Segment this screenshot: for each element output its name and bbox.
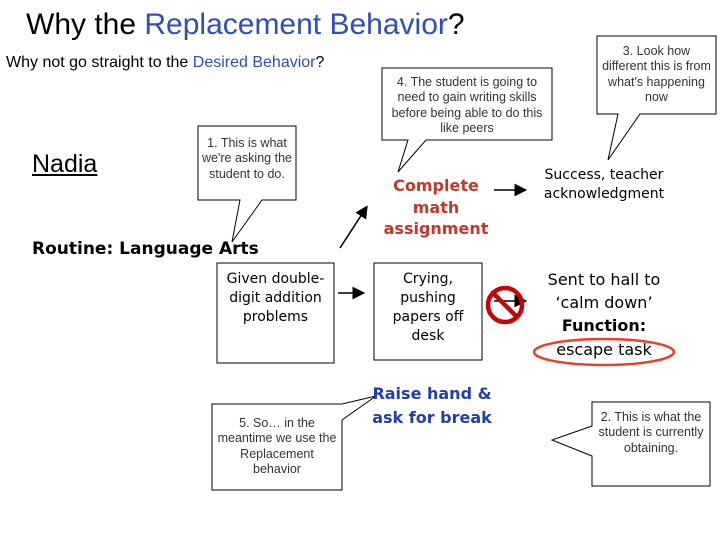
function-value: escape task <box>556 339 652 359</box>
callout-3-text: 3. Look how different this is from what'… <box>602 44 711 104</box>
function-label: Function: <box>561 316 647 336</box>
callout-2-text: 2. This is what the student is currently… <box>598 410 704 455</box>
antecedent-box <box>216 262 335 364</box>
page-title: Why the Replacement Behavior? <box>26 8 465 42</box>
desired-consequence-text: Success, teacher acknowledgment <box>543 167 665 202</box>
desired-behavior-text: Complete math assignment <box>383 176 489 239</box>
callout-5-text: 5. So… in the meantime we use the Replac… <box>217 416 337 476</box>
callout-1-bubble <box>197 125 297 243</box>
student-name: Nadia <box>32 150 98 178</box>
prohibition-sign-icon <box>485 285 525 325</box>
callout-1-text: 1. This is what we're asking the student… <box>202 136 292 181</box>
problem-consequence-text: Sent to hall to ‘calm down’ <box>547 270 661 313</box>
page-subtitle: Why not go straight to the Desired Behav… <box>6 54 324 72</box>
problem-behavior-text: Crying, pushing papers off desk <box>392 271 464 344</box>
routine-label: Routine: Language Arts <box>32 239 259 259</box>
subtitle-prefix: Why not go straight to the <box>6 54 193 71</box>
subtitle-suffix: ? <box>315 54 325 71</box>
problem-consequence: Sent to hall to ‘calm down’ Function: es… <box>532 268 676 361</box>
callout-5-bubble <box>211 395 377 491</box>
title-suffix: ? <box>447 8 465 41</box>
callout-4-bubble <box>381 67 553 173</box>
callout-2-bubble <box>550 401 711 487</box>
replacement-behavior-text: Raise hand & ask for break <box>372 384 492 427</box>
title-highlight: Replacement Behavior <box>144 8 448 41</box>
function-highlight-oval <box>532 337 676 367</box>
callout-4-text: 4. The student is going to need to gain … <box>391 75 543 135</box>
subtitle-highlight: Desired Behavior <box>192 54 316 71</box>
title-prefix: Why the <box>26 8 145 41</box>
callout-3-bubble <box>596 35 717 161</box>
problem-behavior-box <box>373 262 483 361</box>
arrow-to-desired <box>339 205 368 249</box>
antecedent-text: Given double-digit addition problems <box>226 271 325 325</box>
